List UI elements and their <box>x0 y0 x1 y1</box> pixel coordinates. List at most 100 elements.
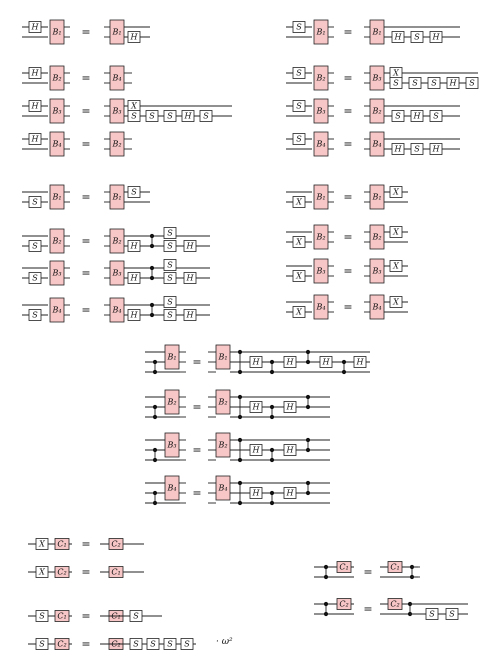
gate-b1-label: B₁ <box>51 28 61 37</box>
gate-s-label: S <box>395 112 401 121</box>
gate-c1-label: C₁ <box>339 563 348 572</box>
gate-b4-label: B₄ <box>315 303 325 312</box>
control-dot <box>152 369 158 375</box>
gate-s-label: S <box>167 242 173 251</box>
gate-b1-box <box>313 184 329 210</box>
equals-sign: = <box>192 487 201 500</box>
equals-sign: = <box>363 603 372 616</box>
gate-x-label: X <box>130 102 137 111</box>
gate-s-label: S <box>150 640 156 649</box>
gate-c1-box <box>54 538 70 550</box>
gate-s-label: S <box>167 112 173 121</box>
gate-b1-box <box>109 19 125 45</box>
gate-s-box <box>28 309 42 321</box>
gate-s-label: S <box>167 229 173 238</box>
gate-c1-label: C₁ <box>57 540 66 549</box>
gate-x-label: X <box>38 540 45 549</box>
equals-sign: = <box>343 231 352 244</box>
gate-x-label: X <box>392 262 399 271</box>
equals-sign: = <box>81 235 90 248</box>
gate-c1-box <box>387 561 403 573</box>
control-dot <box>149 233 155 239</box>
gate-s-label: S <box>167 298 173 307</box>
gate-h-box <box>28 133 42 145</box>
control-dot <box>269 447 275 453</box>
gate-s-box <box>163 309 177 321</box>
equals-sign: = <box>192 401 201 414</box>
gate-b3-label: B₃ <box>51 107 61 116</box>
gate-s-label: S <box>433 112 439 121</box>
gate-s-label: S <box>296 135 302 144</box>
gate-b4-label: B₄ <box>51 306 61 315</box>
equals-sign: = <box>363 566 372 579</box>
gate-x-box <box>35 538 49 550</box>
gate-b2-label: B₂ <box>51 237 61 246</box>
gate-h-label: H <box>394 33 403 42</box>
gate-b4-box <box>49 131 65 157</box>
gate-s-label: S <box>133 612 139 621</box>
gate-s-label: S <box>39 640 45 649</box>
control-dot <box>269 490 275 496</box>
gate-h-label: H <box>186 311 195 320</box>
control-dot <box>152 490 158 496</box>
gate-s-label: S <box>167 274 173 283</box>
control-dot <box>305 404 311 410</box>
gate-b3-box <box>313 258 329 284</box>
gate-s-label: S <box>149 112 155 121</box>
control-dot <box>237 500 243 506</box>
control-dot <box>152 500 158 506</box>
gate-x-label: X <box>295 238 302 247</box>
gate-b2-label: B₂ <box>217 398 227 407</box>
gate-s-box <box>129 638 143 650</box>
gate-h-label: H <box>186 242 195 251</box>
gate-x-label: X <box>295 272 302 281</box>
control-dot <box>237 349 243 355</box>
gate-s-box <box>292 67 306 79</box>
gate-b3-box <box>49 98 65 124</box>
control-dot <box>152 414 158 420</box>
gate-s-box <box>146 638 160 650</box>
gate-b3-box <box>109 260 125 286</box>
gate-h-box <box>429 143 443 155</box>
gate-h-box <box>249 401 263 413</box>
gate-h-label: H <box>252 446 261 455</box>
gate-s-box <box>410 31 424 43</box>
gate-b2-label: B₂ <box>371 107 381 116</box>
gate-h-label: H <box>130 311 139 320</box>
gate-b2-box <box>215 432 231 458</box>
equals-sign: = <box>81 191 90 204</box>
gate-h-box <box>28 67 42 79</box>
gate-h-label: H <box>286 446 295 455</box>
gate-b2-box <box>109 228 125 254</box>
gate-h-label: H <box>286 489 295 498</box>
gate-s-label: S <box>32 198 38 207</box>
gate-x-label: X <box>295 308 302 317</box>
gate-b2-box <box>164 389 180 415</box>
gate-b2-label: B₂ <box>111 140 121 149</box>
gate-b2-label: B₂ <box>217 441 227 450</box>
gate-h-box <box>283 401 297 413</box>
control-dot <box>305 447 311 453</box>
gate-h-box <box>183 309 197 321</box>
gate-h-box <box>183 272 197 284</box>
gate-h-label: H <box>31 69 40 78</box>
gate-c2-box <box>54 638 70 650</box>
equals-sign: = <box>343 265 352 278</box>
control-dot <box>341 359 347 365</box>
gate-x-box <box>292 196 306 208</box>
gate-b1-box <box>369 19 385 45</box>
gate-b1-label: B₁ <box>111 193 121 202</box>
equals-sign: = <box>81 26 90 39</box>
gate-h-box <box>183 240 197 252</box>
gate-b4-box <box>369 131 385 157</box>
gate-b1-box <box>313 19 329 45</box>
gate-b4-box <box>313 131 329 157</box>
gate-x-label: X <box>392 188 399 197</box>
equals-sign: = <box>343 72 352 85</box>
control-dot <box>323 564 329 570</box>
gate-s-label: S <box>296 69 302 78</box>
gate-b2-box <box>313 224 329 250</box>
gate-h-label: H <box>356 358 365 367</box>
gate-b3-label: B₃ <box>166 441 176 450</box>
